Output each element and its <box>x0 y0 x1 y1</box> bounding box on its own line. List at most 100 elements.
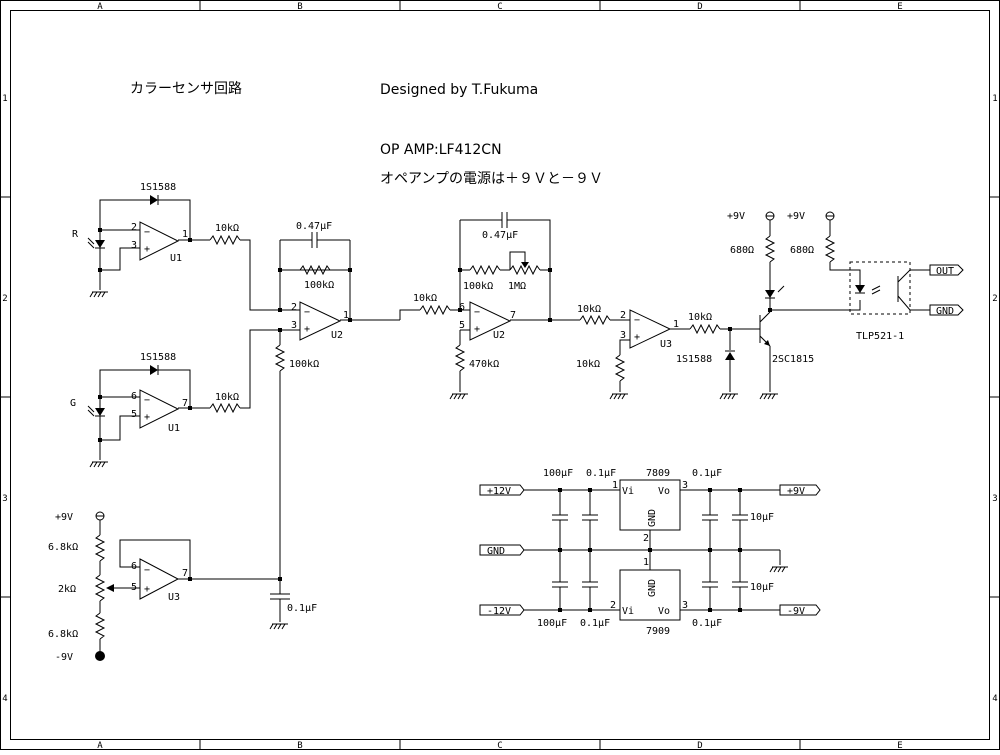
sensor-label-r: R <box>72 229 79 240</box>
opamp-u2-a <box>299 301 342 341</box>
schematic-label: 6 <box>459 302 465 313</box>
resistor-6-8k-top <box>94 534 106 562</box>
schematic-label: +9V <box>787 486 805 497</box>
schematic-label: 1S1588 <box>140 182 176 193</box>
row-label-3: 3 <box>2 494 7 504</box>
terminal-neg9v <box>95 651 105 661</box>
row-label-1: 1 <box>2 94 7 104</box>
offset-reference-stage: +9V 6.8kΩ 2kΩ 6.8kΩ -9V −+ 6 5 7 U3 0.1μ… <box>48 511 317 663</box>
schematic-label: 1S1588 <box>676 354 712 365</box>
r-channel-stage: −+ 2 3 1 U1 1S1588 R 10kΩ <box>72 182 280 311</box>
schematic-label: 1 <box>673 319 679 330</box>
opamp-u3-ref <box>139 558 180 600</box>
col-label-d-bottom: D <box>697 741 702 750</box>
schematic-label: 680Ω <box>790 245 814 256</box>
schematic-label: 0.1μF <box>586 468 616 479</box>
schematic-label: 0.47μF <box>482 230 518 241</box>
row-label-4: 4 <box>2 694 7 704</box>
schematic-label: +12V <box>487 486 511 497</box>
potentiometer-2k <box>94 574 106 602</box>
schematic-label: 3 <box>131 240 137 251</box>
resistor-100k-u2-bias <box>274 344 286 372</box>
schematic-label: 10kΩ <box>413 293 437 304</box>
power-supply-section: +12V GND -12V Vi Vo 7809 1 3 2 GND Vi Vo… <box>479 468 821 637</box>
indicator-led <box>765 290 775 298</box>
schematic-label: 6.8kΩ <box>48 629 78 640</box>
schematic-label: 100kΩ <box>463 281 493 292</box>
row-label-4-right: 4 <box>992 694 997 704</box>
schematic-label: 0.1μF <box>287 603 317 614</box>
schematic-label: U2 <box>331 330 343 341</box>
schematic-label: OUT <box>936 266 954 277</box>
diode-1s1588-r <box>150 195 158 205</box>
schematic-label: Vo <box>658 606 670 617</box>
port-minus12v <box>479 604 525 616</box>
schematic-label: Vi <box>622 606 634 617</box>
schematic-label: 10μF <box>750 512 774 523</box>
resistor-10k-r <box>209 234 241 246</box>
port-minus9v-out <box>779 604 821 616</box>
resistor-10k-u3-in <box>579 314 611 326</box>
schematic-label: 2 <box>610 600 616 611</box>
input-capacitors-neg: 100μF 0.1μF <box>537 550 610 629</box>
schematic-label: 2 <box>643 533 649 544</box>
schematic-label: 0.1μF <box>692 468 722 479</box>
schematic-label: 1S1588 <box>140 352 176 363</box>
col-label-d: D <box>697 2 702 12</box>
schematic-label: GND <box>487 546 505 557</box>
schematic-label: + <box>304 324 310 335</box>
schematic-label: 10kΩ <box>576 359 600 370</box>
schematic-label: 7 <box>182 568 188 579</box>
schematic-label: 6.8kΩ <box>48 542 78 553</box>
schematic-label: GND <box>647 509 658 527</box>
resistor-680-coupler <box>824 235 836 263</box>
schematic-label: -9V <box>55 652 73 663</box>
schematic-label: -12V <box>487 606 511 617</box>
schematic-label: 2 <box>620 310 626 321</box>
col-label-e: E <box>897 2 902 12</box>
schematic-label: + <box>474 324 480 335</box>
output-port-out <box>929 264 964 276</box>
schematic-label: U1 <box>170 253 182 264</box>
u2-gain-stage: 10kΩ −+ 6 5 7 U2 0.47μF 100kΩ 1MΩ 470kΩ <box>399 212 580 400</box>
g-channel-stage: −+ 6 5 7 U1 1S1588 G 10kΩ <box>70 329 280 468</box>
row-label-2-right: 2 <box>992 294 997 304</box>
schematic-label: +9V <box>787 211 805 222</box>
schematic-label: 1 <box>343 310 349 321</box>
schematic-label: TLP521-1 <box>856 331 904 342</box>
col-label-e-bottom: E <box>897 741 902 750</box>
col-label-b-bottom: B <box>297 741 302 750</box>
potentiometer-1m <box>509 264 541 276</box>
schematic-label: 3 <box>620 330 626 341</box>
schematic-label: GND <box>647 579 658 597</box>
port-gnd-supply <box>479 544 525 556</box>
schematic-label: + <box>144 584 150 595</box>
photocoupler-output: +9V 680Ω +9V 680Ω TLP521-1 OUT GND <box>727 211 964 342</box>
output-capacitors-pos: 0.1μF 10μF <box>692 468 774 552</box>
col-label-a-bottom: A <box>97 741 103 750</box>
input-capacitors-pos: 100μF 0.1μF <box>543 468 616 552</box>
col-label-c-bottom: C <box>497 741 502 750</box>
schematic-label: − <box>634 315 640 326</box>
resistor-100k-u2-fb <box>299 264 331 276</box>
schematic-label: − <box>304 307 310 318</box>
sensor-label-g: G <box>70 398 76 409</box>
opamp-u2-b <box>469 301 512 341</box>
schematic-label: + <box>634 332 640 343</box>
schematic-label: − <box>474 307 480 318</box>
schematic-label: 2 <box>291 302 297 313</box>
schematic-label: Vi <box>622 486 634 497</box>
opamp-u1-a <box>139 221 180 261</box>
schematic-label: 3 <box>682 480 688 491</box>
row-label-2: 2 <box>2 294 7 304</box>
port-plus9v-out <box>779 484 821 496</box>
resistor-6-8k-bottom <box>94 612 106 640</box>
photocoupler-tlp521 <box>849 261 911 315</box>
schematic-label: 5 <box>459 320 465 331</box>
schematic-label: − <box>144 395 150 406</box>
schematic-label: 3 <box>291 320 297 331</box>
schematic-label: 680Ω <box>730 245 754 256</box>
row-label-3-right: 3 <box>992 494 997 504</box>
col-label-a: A <box>97 2 103 12</box>
schematic-label: 0.1μF <box>692 618 722 629</box>
